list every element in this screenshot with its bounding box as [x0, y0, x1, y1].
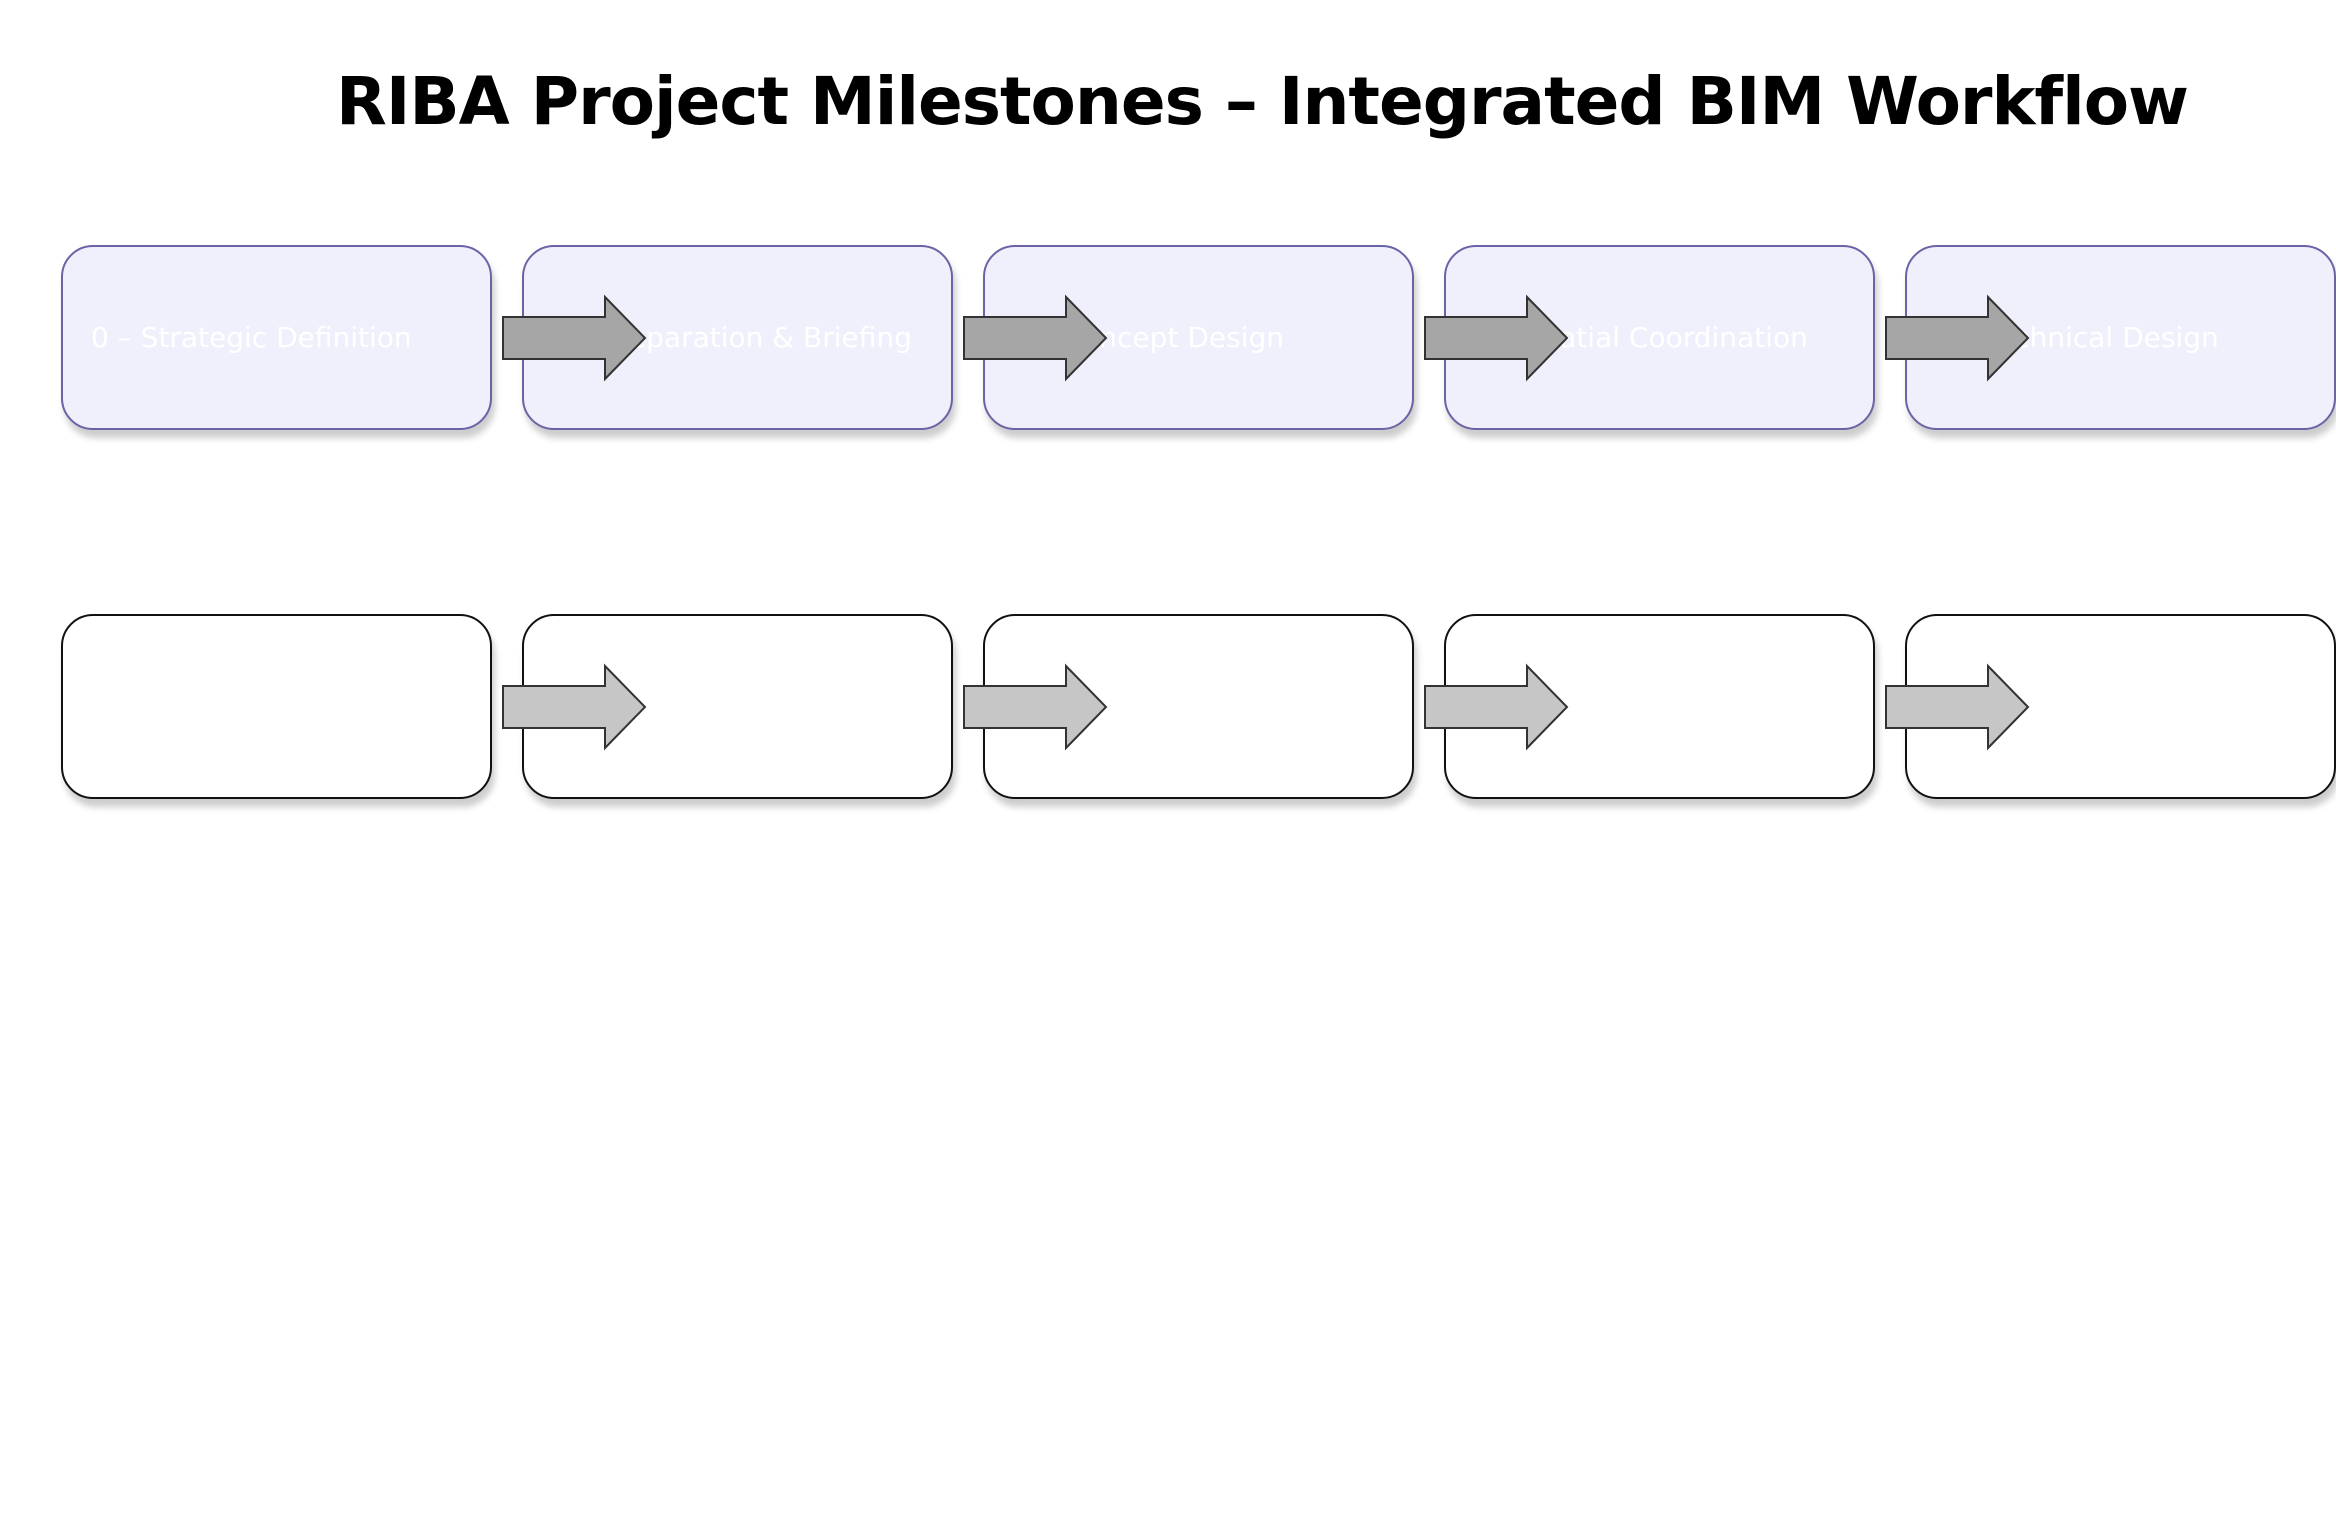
- flow-arrow-icon: [1884, 663, 2032, 751]
- flow-arrow-icon: [962, 663, 1110, 751]
- slide-canvas: RIBA Project Milestones – Integrated BIM…: [61, 63, 2336, 799]
- flow-arrow-icon: [1423, 663, 1571, 751]
- flow-arrow-icon: [962, 294, 1110, 382]
- flow-arrow-icon: [501, 663, 649, 751]
- stage-label: 0 – Strategic Definition: [91, 321, 412, 354]
- flow-arrow-icon: [501, 294, 649, 382]
- flow-arrow-icon: [1884, 294, 2032, 382]
- detail-box: [61, 614, 492, 799]
- stage-box: 0 – Strategic Definition: [61, 245, 492, 430]
- diagram-title: RIBA Project Milestones – Integrated BIM…: [336, 63, 2189, 140]
- stage-box: 3 – Spatial Coordination: [1444, 245, 1875, 430]
- flow-arrow-icon: [1423, 294, 1571, 382]
